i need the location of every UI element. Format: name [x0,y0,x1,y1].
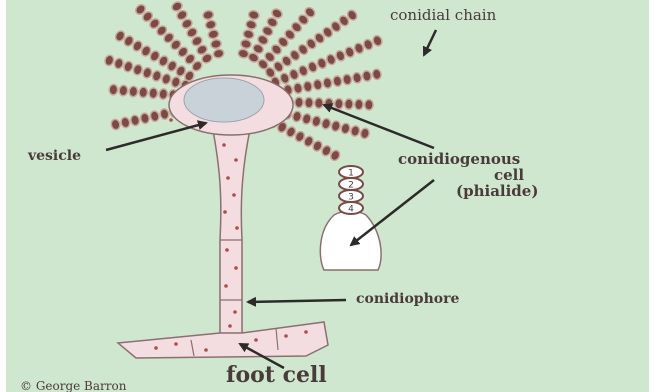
cytoplasm-dot [232,193,236,197]
cytoplasm-dot [222,143,226,147]
conidium [119,85,128,96]
cytoplasm-dot [235,226,239,230]
cytoplasm-dot [226,176,230,180]
cytoplasm-dot [254,338,258,342]
conidium [139,87,148,98]
conidium [109,84,118,95]
conidium [315,98,324,109]
cytoplasm-dot [224,284,228,288]
copyright-notice: © George Barron [20,379,127,392]
conidium [295,97,304,108]
label-vesicle: vesicle [27,148,81,164]
conidium [159,89,168,100]
conidium [345,99,354,110]
cytoplasm-dot [284,334,288,338]
vesicle [184,78,264,122]
conidium [365,99,374,110]
cytoplasm-dot [204,348,208,352]
cytoplasm-dot [174,342,178,346]
cytoplasm-dot [233,310,237,314]
cytoplasm-dot [228,324,232,328]
cytoplasm-dot [234,266,238,270]
cytoplasm-dot [169,118,173,122]
conidium [335,98,344,109]
phialide-conidium-number: 4 [348,205,354,215]
conidium [129,86,138,97]
conidium [149,88,158,99]
label-conidial-chain: conidial chain [390,6,497,24]
cytoplasm-dot [304,330,308,334]
label-conidiophore: conidiophore [356,291,459,307]
label-phialide: (phialide) [456,182,538,200]
label-foot-cell: foot cell [226,362,327,388]
cytoplasm-dot [225,248,229,252]
conidium [305,97,314,108]
cytoplasm-dot [234,158,238,162]
cytoplasm-dot [223,210,227,214]
cytoplasm-dot [154,346,158,350]
conidium [355,99,364,110]
